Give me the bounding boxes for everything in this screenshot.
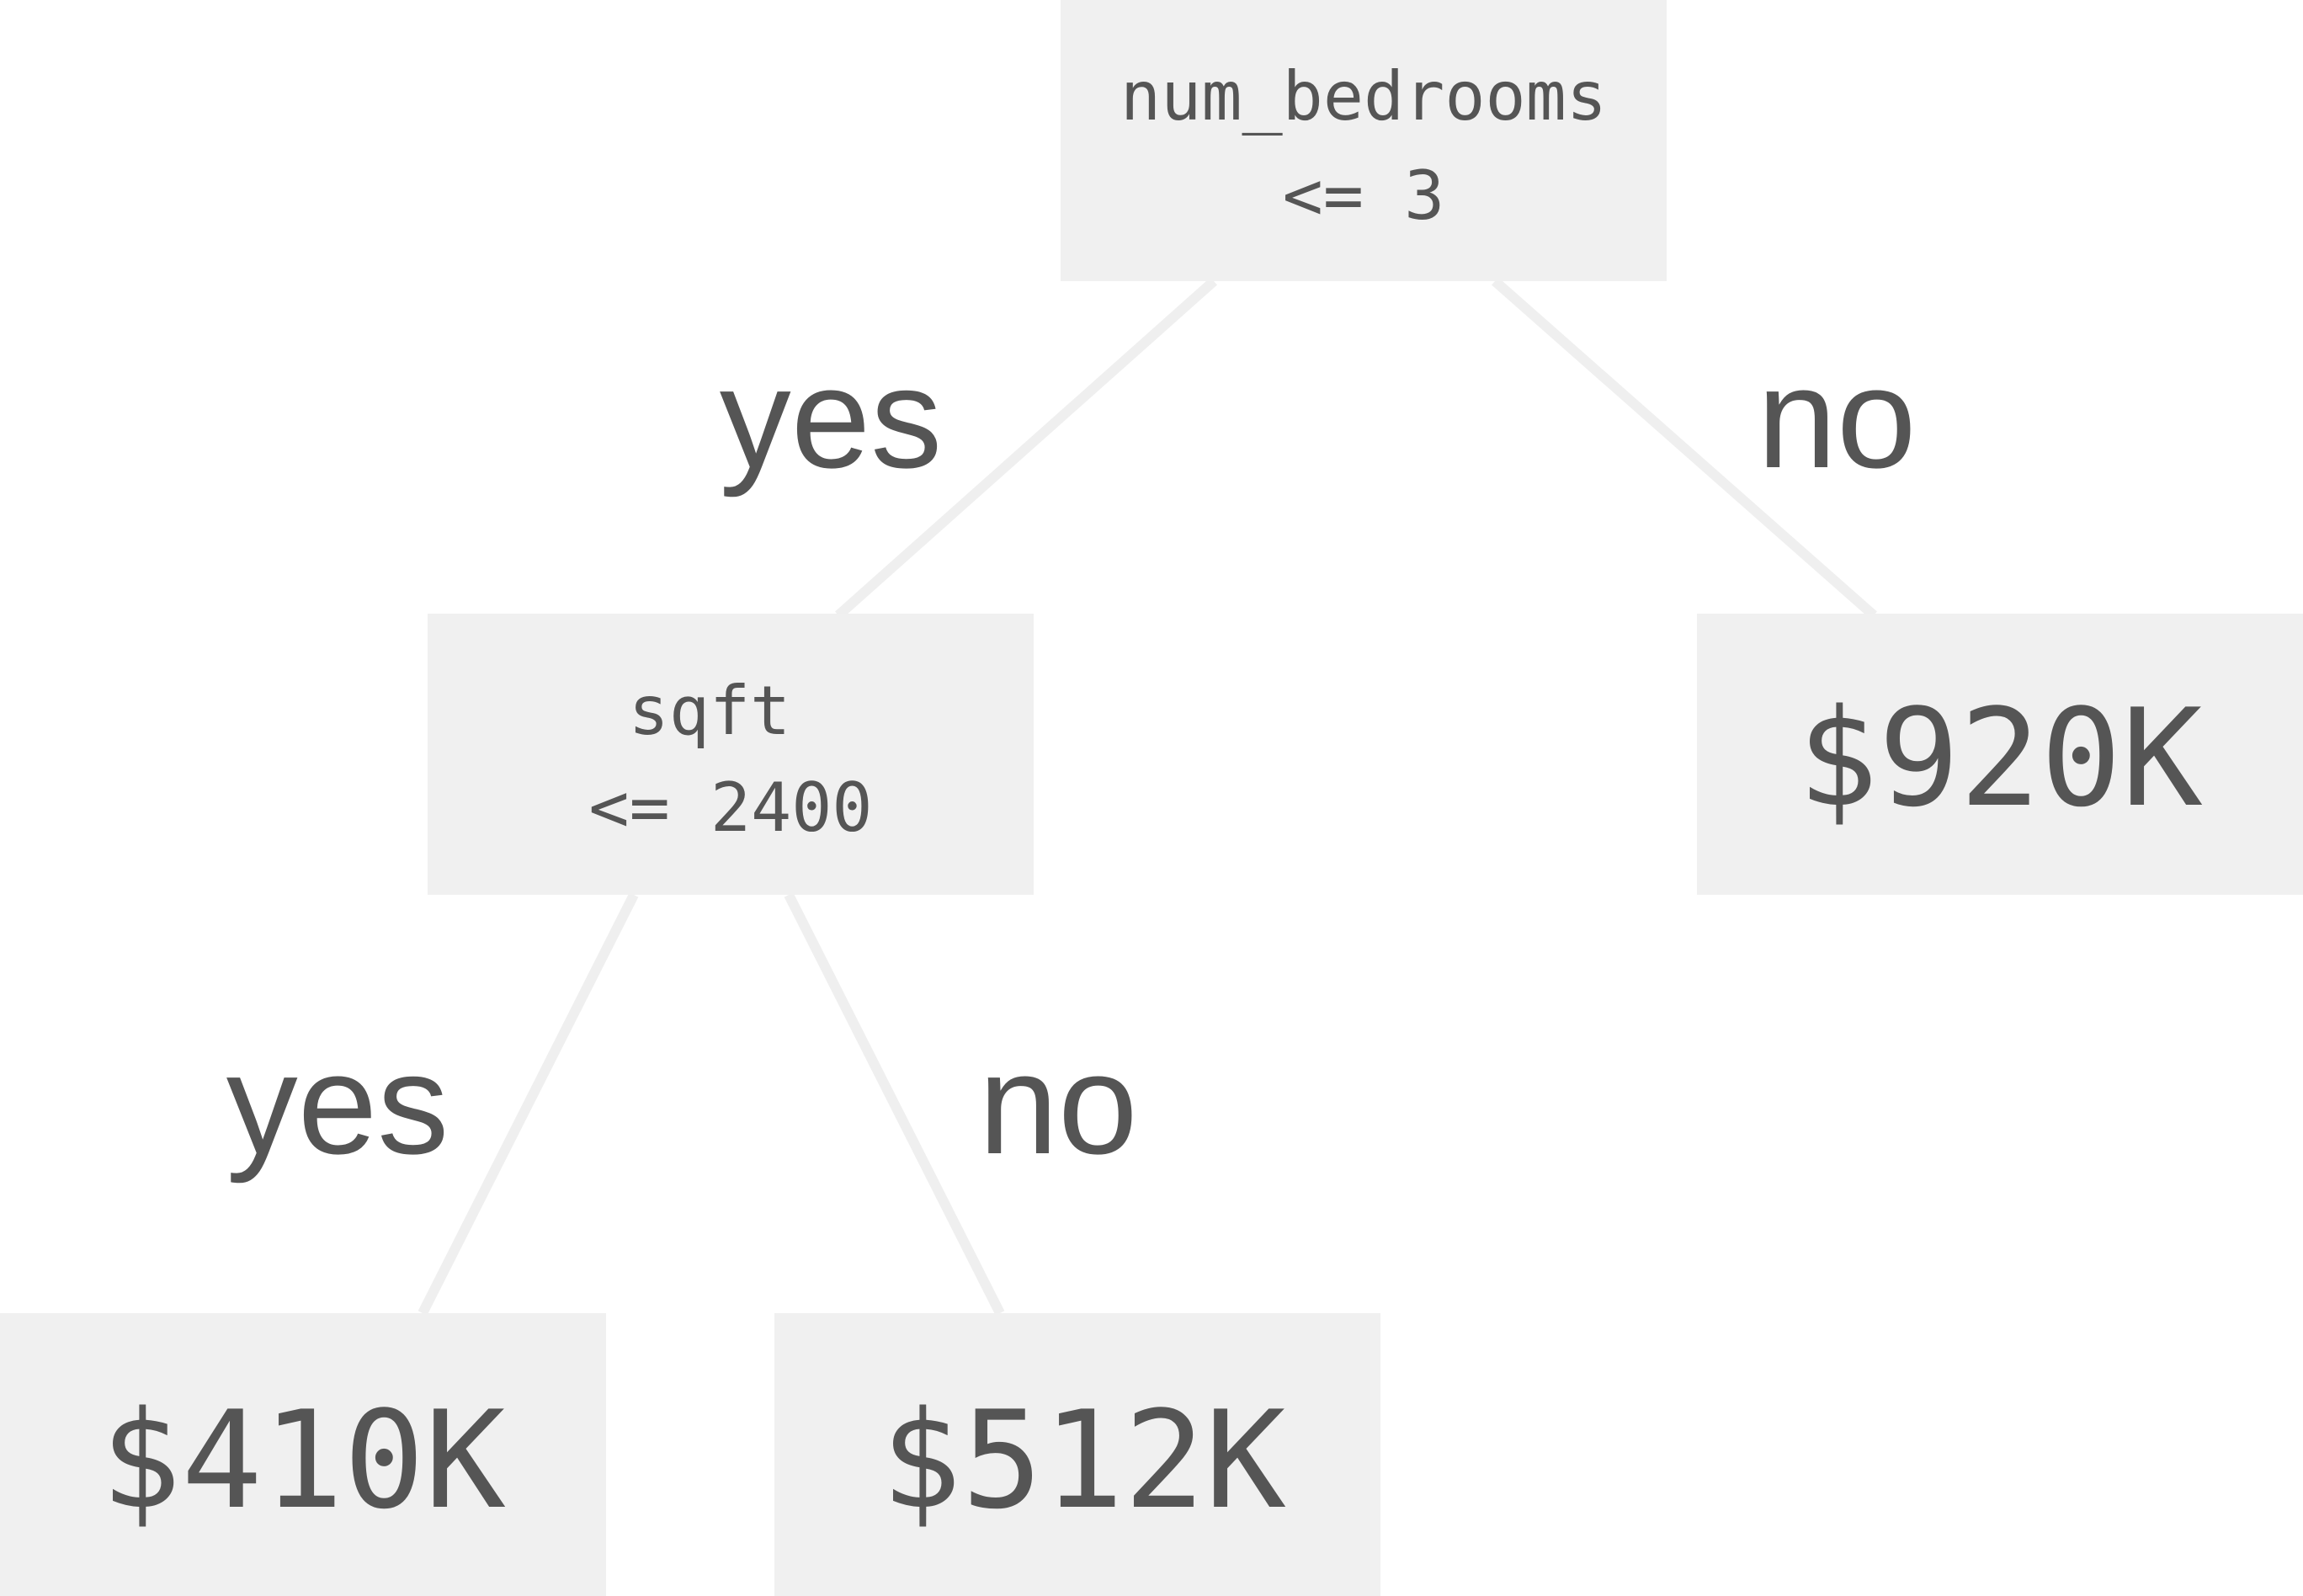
leaf-value-920k: $920K — [1797, 679, 2203, 837]
edge-label-root-no: no — [1757, 338, 1916, 498]
edge-sqft-yes — [418, 892, 639, 1316]
root-split-node: num_bedrooms <= 3 — [1061, 0, 1667, 281]
edge-label-sqft-yes: yes — [226, 1024, 449, 1184]
root-split-feature: num_bedrooms — [1120, 57, 1607, 136]
root-split-threshold: <= 3 — [1283, 157, 1445, 235]
edge-label-root-yes: yes — [720, 338, 943, 498]
leaf-value-512k: $512K — [880, 1381, 1286, 1539]
sqft-split-node: sqft <= 2400 — [428, 614, 1034, 895]
sqft-split-feature: sqft — [629, 672, 791, 750]
edge-root-no — [1492, 277, 1877, 620]
edge-sqft-no — [784, 892, 1005, 1316]
leaf-node-920k: $920K — [1697, 614, 2303, 895]
leaf-node-410k: $410K — [0, 1313, 606, 1596]
sqft-split-threshold: <= 2400 — [588, 769, 872, 847]
edge-label-sqft-no: no — [978, 1024, 1137, 1184]
leaf-value-410k: $410K — [100, 1381, 506, 1539]
edge-root-yes — [835, 277, 1217, 620]
leaf-node-512k: $512K — [774, 1313, 1380, 1596]
